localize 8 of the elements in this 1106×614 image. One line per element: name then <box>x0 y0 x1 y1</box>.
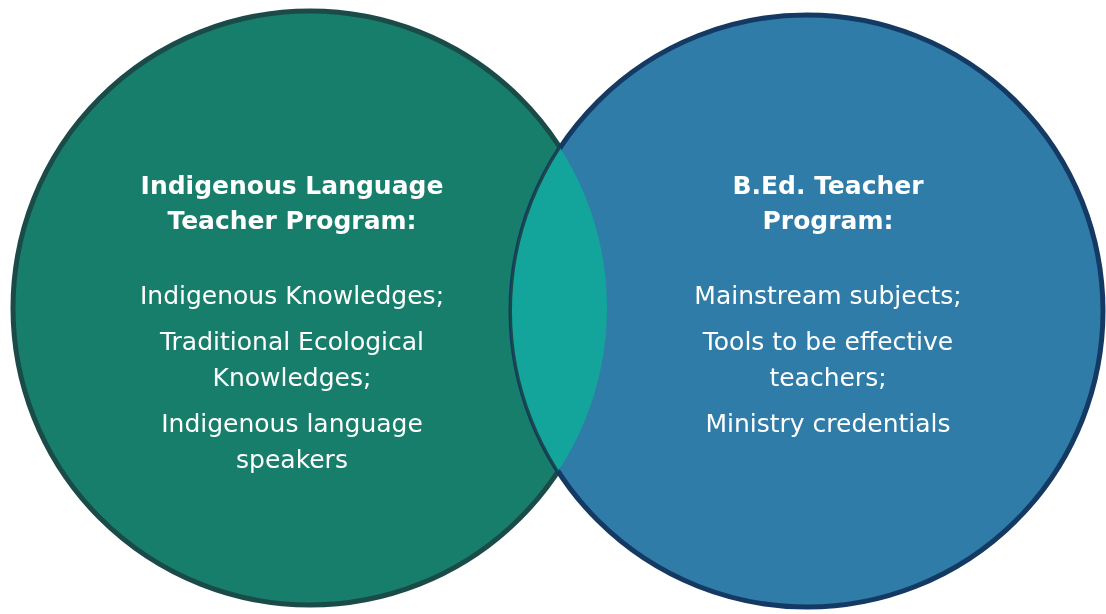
list-item: Mainstream subjects; <box>693 280 963 312</box>
list-item: Indigenous Knowledges; <box>138 280 446 312</box>
list-item: Traditional Ecological Knowledges; <box>159 326 425 394</box>
list-item: Tools to be effective teachers; <box>701 326 955 394</box>
program-heading: Indigenous Language Teacher Program: <box>139 170 445 237</box>
list-item: Ministry credentials <box>704 408 952 440</box>
program-heading: B.Ed. Teacher Program: <box>731 170 925 237</box>
list-item: Indigenous language speakers <box>160 408 424 476</box>
